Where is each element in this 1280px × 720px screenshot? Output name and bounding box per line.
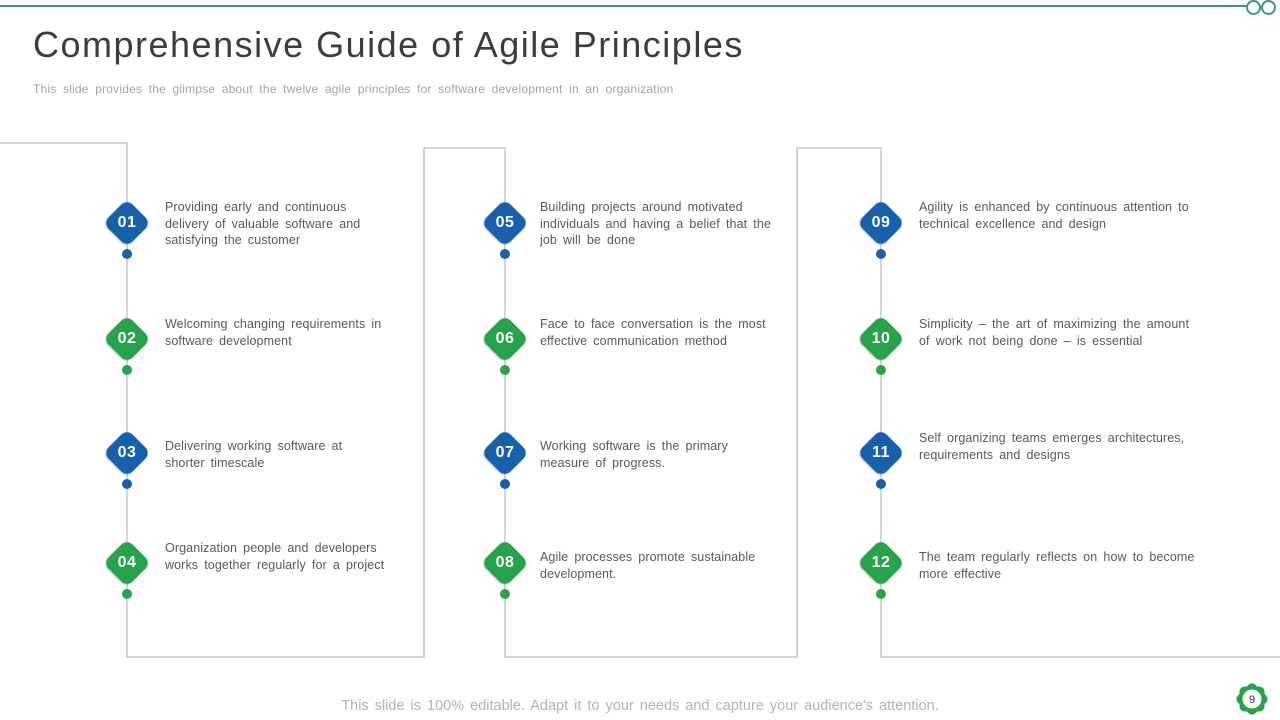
accent-circle-icon <box>1261 0 1276 15</box>
principle-text-01: Providing early and continuous delivery … <box>165 200 361 247</box>
principle-number: 11 <box>872 444 890 461</box>
connector-dot <box>876 365 886 375</box>
principle-text-12: The team regularly reflects on how to be… <box>919 550 1195 581</box>
connector-dot <box>122 589 132 599</box>
top-accent-line <box>0 5 1258 7</box>
principle-number: 10 <box>871 330 891 347</box>
principle-text-04: Organization people and developers works… <box>165 541 385 572</box>
principle-text-11: Self organizing teams emerges architectu… <box>919 431 1185 462</box>
connector-dot <box>122 479 132 489</box>
principle-diamond-09: 09 <box>856 198 906 248</box>
principle-text-06: Face to face conversation is the most ef… <box>540 317 766 348</box>
principle-text-02: Welcoming changing requirements in softw… <box>165 317 382 348</box>
principle-diamond-10: 10 <box>856 314 906 364</box>
principle-number: 05 <box>495 214 515 231</box>
connector-dot <box>500 479 510 489</box>
connector-dot <box>500 365 510 375</box>
principle-text-07: Working software is the primary measure … <box>540 439 728 470</box>
principle-text-08: Agile processes promote sustainable deve… <box>540 550 756 581</box>
principle-diamond-12: 12 <box>856 538 906 588</box>
principle-text-09: Agility is enhanced by continuous attent… <box>919 200 1189 231</box>
principle-number: 06 <box>495 330 515 347</box>
page-number: 9 <box>1249 694 1255 706</box>
principle-diamond-08: 08 <box>480 538 530 588</box>
principle-diamond-06: 06 <box>480 314 530 364</box>
principle-number: 09 <box>871 214 891 231</box>
connector-dot <box>500 249 510 259</box>
principle-diamond-04: 04 <box>102 538 152 588</box>
principle-number: 08 <box>495 554 515 571</box>
connector-dot <box>500 589 510 599</box>
principle-number: 03 <box>117 444 137 461</box>
principle-text-10: Simplicity – the art of maximizing the a… <box>919 317 1190 348</box>
principle-diamond-05: 05 <box>480 198 530 248</box>
footer-note: This slide is 100% editable. Adapt it to… <box>341 698 939 714</box>
connector-dot <box>876 249 886 259</box>
principle-diamond-11: 11 <box>856 428 906 478</box>
principle-number: 07 <box>495 444 515 461</box>
principle-diamond-07: 07 <box>480 428 530 478</box>
page-subtitle: This slide provides the glimpse about th… <box>33 82 674 96</box>
principle-number: 12 <box>871 554 891 571</box>
principle-diamond-02: 02 <box>102 314 152 364</box>
principle-text-05: Building projects around motivated indiv… <box>540 200 771 247</box>
principle-text-03: Delivering working software at shorter t… <box>165 439 343 470</box>
connector-dot <box>876 589 886 599</box>
page-number-badge gear-icon: 9 <box>1236 683 1268 715</box>
principle-number: 04 <box>117 554 137 571</box>
page-title: Comprehensive Guide of Agile Principles <box>33 24 744 65</box>
connector-dot <box>122 365 132 375</box>
connector-dot <box>876 479 886 489</box>
connector-dot <box>122 249 132 259</box>
principle-number: 02 <box>117 330 137 347</box>
accent-circle-icon <box>1246 0 1261 15</box>
principle-diamond-01: 01 <box>102 198 152 248</box>
principle-diamond-03: 03 <box>102 428 152 478</box>
principle-number: 01 <box>117 214 137 231</box>
